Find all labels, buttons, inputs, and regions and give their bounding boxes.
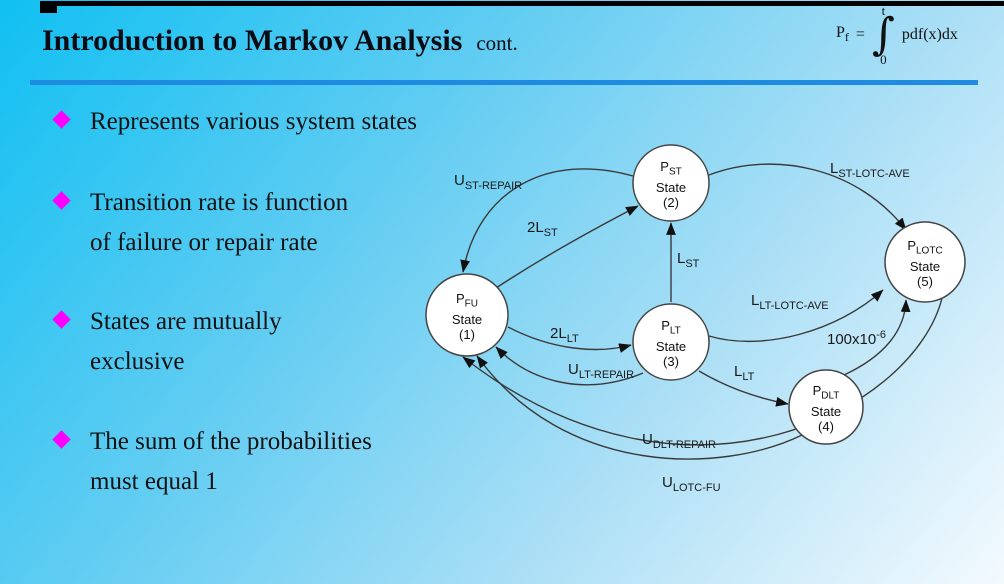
edge-label-l-st-lotc-ave: LST-LOTC-AVE [830,160,910,180]
bullet-text: Represents various system states [90,108,418,135]
state-2-circle [632,144,710,222]
state-5-circle [884,221,966,303]
edge-label-u-lotc-fu: ULOTC-FU [662,474,721,494]
integral-sign: ∫ [871,9,895,60]
formula-equals: = [855,26,865,44]
formula-integrand: pdf(x)dx [901,26,958,44]
state-4-label: PDLT State (4) [810,383,842,434]
edge-label-u-lt-repair: ULT-REPAIR [568,361,635,381]
slide-title-row: Introduction to Markov Analysis cont. [42,24,518,58]
edge-2l-lt [507,326,632,353]
bullet-item-1: Represents various system states [52,102,418,142]
edge-100x10-6 [843,299,911,376]
state-5-label: PLOTC State (5) [907,238,943,289]
state-2-label: PST State (2) [655,159,687,210]
edge-label-l-lt-lotc-ave: LLT-LOTC-AVE [751,292,829,312]
edge-2l-st [495,205,639,289]
edge-label-l-st: LST [677,250,700,270]
title-divider [30,80,978,85]
edge-l-lt-lotc-ave [708,289,884,343]
edge-label-2l-lt: 2LLT [550,325,579,345]
failure-probability-formula: Pf = t ∫ 0 pdf(x)dx [836,4,958,66]
edge-u-dlt-repair [476,355,803,460]
scan-artifact-notch [40,1,57,13]
edge-u-st-repair [460,168,634,273]
edge-l-st-lotc-ave [708,163,907,231]
state-3-label: PLT State (3) [655,318,687,369]
edge-u-lt-repair [495,346,644,386]
state-1-circle [425,273,509,357]
edge-l-lt [698,370,789,407]
integral-lower-limit: 0 [880,52,887,68]
state-1-label: PFU State (1) [451,291,483,342]
state-4-circle [788,369,864,445]
page-title-suffix: cont. [476,31,518,55]
formula-lhs: Pf [836,24,849,45]
edge-u-lotc-fu [462,297,943,446]
scan-artifact-top-line [40,1,1004,6]
integral-with-limits: t ∫ 0 [872,4,895,66]
integral-upper-limit: t [881,3,886,18]
page-title: Introduction to Markov Analysis [42,24,463,57]
edge-label-u-dlt-repair: UDLT-REPAIR [642,431,717,451]
state-3-circle [632,303,710,381]
edge-label-u-st-repair: UST-REPAIR [454,172,523,192]
edge-label-2l-st: 2LST [527,219,558,239]
edge-label-100x10-6: 100x10-6 [827,329,886,348]
edge-label-l-lt: LLT [734,363,755,383]
